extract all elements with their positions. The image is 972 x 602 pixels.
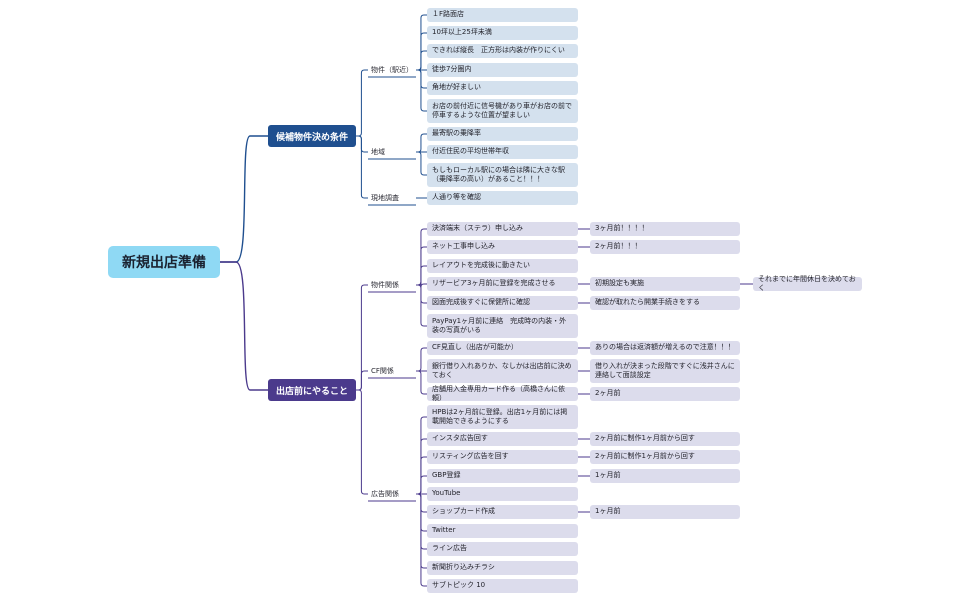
note-todo-property-0[interactable]: 3ヶ月前！！！！ [590, 222, 740, 236]
leaf-criteria-area-2[interactable]: もしもローカル駅にの場合は隣に大きな駅（乗降率の高い）があること！！！ [427, 163, 578, 187]
branch-criteria[interactable]: 候補物件決め条件 [268, 125, 356, 147]
connector [356, 135, 368, 153]
leaf-criteria-property-5[interactable]: お店の前付近に信号機があり車がお店の前で停車するような位置が望ましい [427, 99, 578, 123]
group-todo-property[interactable]: 物件関係 [371, 281, 399, 289]
connector [416, 347, 427, 372]
connector [416, 284, 427, 304]
note-todo-ads-3[interactable]: 1ヶ月前 [590, 469, 740, 483]
note-todo-cf-0[interactable]: ありの場合は返済額が増えるので注意！！！ [590, 341, 740, 355]
note-todo-ads-2[interactable]: 2ヶ月前に制作1ヶ月前から回す [590, 450, 740, 464]
connector [356, 135, 368, 199]
connector [416, 228, 427, 286]
leaf-criteria-property-3[interactable]: 徒歩7分圏内 [427, 63, 578, 77]
connector [416, 493, 427, 513]
leaf-todo-ads-3[interactable]: GBP登録 [427, 469, 578, 483]
connector [356, 370, 368, 391]
leaf-criteria-property-2[interactable]: できれば縦長 正方形は内装が作りにくい [427, 44, 578, 58]
connector [220, 135, 268, 263]
group-criteria-survey[interactable]: 現地調査 [371, 194, 399, 202]
group-todo-cf[interactable]: CF関係 [371, 367, 394, 375]
connector [356, 389, 368, 495]
note-todo-property-4[interactable]: 確認が取れたら開業手続きをする [590, 296, 740, 310]
leaf-todo-ads-5[interactable]: ショップカード作成 [427, 505, 578, 519]
connector [356, 69, 368, 137]
leaf-todo-property-2[interactable]: レイアウトを完成後に動きたい [427, 259, 578, 273]
note-todo-cf-2[interactable]: 2ヶ月前 [590, 387, 740, 401]
leaf-todo-ads-0[interactable]: HPBは2ヶ月前に登録。出店1ヶ月前には掲載開始できるようにする [427, 405, 578, 429]
leaf-todo-property-0[interactable]: 決済端末（ステラ）申し込み [427, 222, 578, 236]
connector [416, 265, 427, 286]
leaf-todo-ads-7[interactable]: ライン広告 [427, 542, 578, 556]
connector [356, 284, 368, 391]
leaf-todo-property-3[interactable]: リザービア3ヶ月前に登録を完成させる [427, 277, 578, 291]
connector [416, 438, 427, 495]
note-todo-ads-5[interactable]: 1ヶ月前 [590, 505, 740, 519]
leaf-todo-ads-2[interactable]: リスティング広告を回す [427, 450, 578, 464]
connector [220, 261, 268, 391]
leaf-criteria-area-0[interactable]: 最寄駅の乗降率 [427, 127, 578, 141]
leaf-todo-ads-9[interactable]: サブトピック 10 [427, 579, 578, 593]
connector [416, 14, 427, 71]
group-todo-ads[interactable]: 広告関係 [371, 490, 399, 498]
group-criteria-area[interactable]: 地域 [371, 148, 385, 156]
note-todo-property-1[interactable]: 2ヶ月前！！！ [590, 240, 740, 254]
group-criteria-property[interactable]: 物件（駅近） [371, 66, 413, 74]
note-todo-cf-1[interactable]: 借り入れが決まった段階ですぐに浅井さんに連絡して面談設定 [590, 359, 740, 383]
leaf-todo-ads-1[interactable]: インスタ広告回す [427, 432, 578, 446]
leaf-criteria-area-1[interactable]: 付近住民の平均世帯年収 [427, 145, 578, 159]
leaf-todo-cf-2[interactable]: 店舗用入金専用カード作る（高橋さんに依頼） [427, 385, 578, 402]
root-topic[interactable]: 新規出店準備 [108, 246, 220, 278]
connector [416, 416, 427, 495]
leaf-todo-property-4[interactable]: 図面完成後すぐに保健所に確認 [427, 296, 578, 310]
note-todo-property-deep[interactable]: それまでに年間休日を決めておく [753, 275, 862, 292]
note-todo-property-3[interactable]: 初期設定も実施 [590, 277, 740, 291]
connector [416, 493, 427, 587]
leaf-todo-cf-1[interactable]: 銀行借り入れありか、なしかは出店前に決めておく [427, 359, 578, 383]
connector [416, 151, 427, 176]
connector [416, 50, 427, 71]
leaf-criteria-survey-0[interactable]: 人通り等を確認 [427, 191, 578, 205]
connector [416, 493, 427, 550]
leaf-todo-property-1[interactable]: ネット工事申し込み [427, 240, 578, 254]
leaf-todo-ads-6[interactable]: Twitter [427, 524, 578, 538]
leaf-todo-ads-8[interactable]: 新聞折り込みチラシ [427, 561, 578, 575]
connector [416, 284, 427, 327]
branch-todo[interactable]: 出店前にやること [268, 379, 356, 401]
leaf-criteria-property-0[interactable]: １F路面店 [427, 8, 578, 22]
leaf-todo-property-5[interactable]: PayPay1ヶ月前に連絡 完成時の内装・外装の写真がいる [427, 314, 578, 338]
connector [416, 370, 427, 395]
note-todo-ads-1[interactable]: 2ヶ月前に制作1ヶ月前から回す [590, 432, 740, 446]
connector [416, 69, 427, 89]
connector [416, 133, 427, 153]
leaf-criteria-property-1[interactable]: 10坪以上25坪未満 [427, 26, 578, 40]
leaf-todo-cf-0[interactable]: CF見直し（出店が可能か） [427, 341, 578, 355]
leaf-criteria-property-4[interactable]: 角地が好ましい [427, 81, 578, 95]
connector [416, 475, 427, 495]
leaf-todo-ads-4[interactable]: YouTube [427, 487, 578, 501]
connector [416, 69, 427, 112]
